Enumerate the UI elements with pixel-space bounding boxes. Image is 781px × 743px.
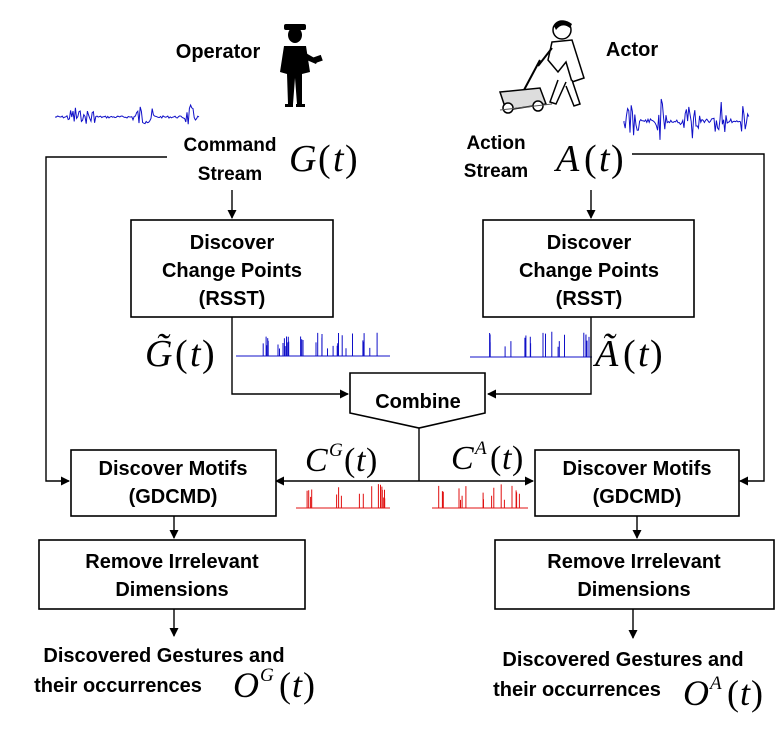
svg-text:Remove Irrelevant: Remove Irrelevant: [547, 551, 721, 573]
svg-text:Dimensions: Dimensions: [577, 579, 690, 601]
operator-label: Operator: [176, 41, 261, 63]
svg-text:(RSST): (RSST): [199, 288, 266, 310]
svg-text:(GDCMD): (GDCMD): [129, 486, 218, 508]
svg-text:G: G: [289, 138, 316, 180]
output-left-line2: their occurrences: [34, 675, 202, 697]
combine-node: Combine: [349, 372, 486, 429]
svg-text:Dimensions: Dimensions: [115, 579, 228, 601]
discover-change-points-box-left: Discover Change Points (RSST): [130, 219, 334, 318]
svg-text:A: A: [473, 438, 487, 459]
svg-text:Discover: Discover: [547, 232, 632, 254]
svg-text:Remove Irrelevant: Remove Irrelevant: [85, 551, 259, 573]
c-g-of-t-math: C G ( t ): [305, 440, 377, 479]
change-points-signal-left: [236, 332, 390, 357]
c-a-of-t-math: C A ( t ): [451, 438, 523, 477]
svg-text:): ): [611, 138, 624, 180]
svg-text:t: t: [599, 138, 611, 180]
svg-text:(: (: [623, 333, 636, 375]
svg-text:t: t: [190, 333, 202, 375]
action-stream-label-2: Stream: [464, 161, 528, 182]
a-tilde-of-t-math: Ã ( t ): [592, 333, 663, 375]
svg-text:G̃: G̃: [145, 333, 172, 375]
discover-change-points-box-right: Discover Change Points (RSST): [482, 219, 695, 318]
action-signal-wave: [623, 98, 750, 140]
action-stream-label-1: Action: [466, 133, 525, 154]
svg-text:(: (: [318, 138, 331, 180]
right-cp-to-combine-wire: [487, 317, 592, 399]
person-pushing-lawnmower-icon: [498, 20, 585, 114]
svg-text:t: t: [333, 138, 345, 180]
svg-text:G: G: [260, 665, 274, 686]
svg-text:t: t: [638, 333, 650, 375]
action-to-motifs-wire: [632, 153, 765, 486]
svg-text:): ): [366, 442, 377, 479]
svg-text:(GDCMD): (GDCMD): [593, 486, 682, 508]
svg-text:t: t: [356, 442, 367, 479]
command-to-motifs-wire: [45, 156, 167, 486]
svg-text:O: O: [233, 665, 259, 705]
svg-text:): ): [303, 665, 315, 705]
svg-text:): ): [751, 673, 763, 713]
svg-text:t: t: [740, 673, 751, 713]
command-stream-label-2: Stream: [198, 164, 262, 185]
svg-text:O: O: [683, 673, 709, 713]
svg-text:(: (: [175, 333, 188, 375]
svg-text:t: t: [292, 665, 303, 705]
svg-text:): ): [202, 333, 215, 375]
g-of-t-math: G ( t ): [289, 138, 358, 180]
svg-text:Discover: Discover: [190, 232, 275, 254]
svg-text:): ): [345, 138, 358, 180]
svg-text:Discover Motifs: Discover Motifs: [99, 458, 248, 480]
svg-text:C: C: [451, 440, 474, 477]
output-right-line2: their occurrences: [493, 679, 661, 701]
svg-text:(: (: [279, 665, 291, 705]
svg-text:): ): [512, 440, 523, 477]
output-left-line1: Discovered Gestures and: [43, 645, 284, 667]
svg-text:(: (: [584, 138, 597, 180]
svg-text:(: (: [727, 673, 739, 713]
discover-motifs-box-left: Discover Motifs (GDCMD): [70, 449, 277, 517]
command-signal-wave: [54, 103, 200, 125]
combined-signal-right: [432, 484, 528, 509]
g-tilde-of-t-math: G̃ ( t ): [145, 333, 215, 375]
svg-text:(RSST): (RSST): [556, 288, 623, 310]
remove-irrelevant-dimensions-box-right: Remove Irrelevant Dimensions: [494, 539, 775, 610]
o-a-of-t-math: O A ( t ): [683, 673, 763, 713]
remove-irrelevant-dimensions-box-left: Remove Irrelevant Dimensions: [38, 539, 306, 610]
actor-label: Actor: [606, 39, 658, 61]
output-right-line1: Discovered Gestures and: [502, 649, 743, 671]
svg-text:A: A: [553, 138, 580, 180]
combined-signal-left: [296, 484, 390, 509]
svg-text:Change Points: Change Points: [519, 260, 659, 282]
svg-text:Combine: Combine: [375, 391, 461, 413]
svg-text:Discover Motifs: Discover Motifs: [563, 458, 712, 480]
svg-text:): ): [650, 333, 663, 375]
command-stream-label-1: Command: [184, 135, 277, 156]
svg-text:C: C: [305, 442, 328, 479]
a-of-t-math: A ( t ): [553, 138, 624, 180]
o-g-of-t-math: O G ( t ): [233, 665, 315, 705]
svg-text:(: (: [490, 440, 501, 477]
left-cp-to-combine-wire: [231, 317, 349, 399]
svg-text:Ã: Ã: [592, 333, 619, 375]
svg-text:G: G: [329, 440, 343, 461]
change-points-signal-right: [470, 331, 592, 358]
svg-text:A: A: [708, 673, 722, 694]
svg-text:Change Points: Change Points: [162, 260, 302, 282]
svg-text:t: t: [502, 440, 513, 477]
discover-motifs-box-right: Discover Motifs (GDCMD): [534, 449, 740, 517]
svg-text:(: (: [344, 442, 355, 479]
person-with-tablet-icon: [280, 24, 323, 107]
